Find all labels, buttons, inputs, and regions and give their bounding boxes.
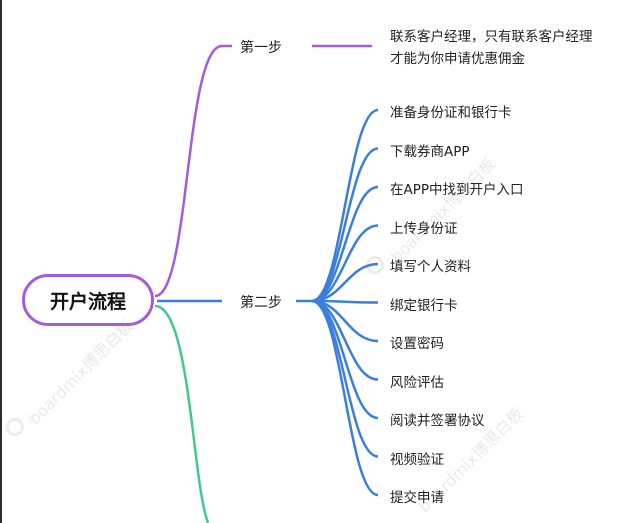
left-edge-divider bbox=[0, 0, 2, 523]
link-step2-item bbox=[311, 299, 379, 458]
step2-item[interactable]: 在APP中找到开户入口 bbox=[390, 182, 524, 198]
link-step2-item bbox=[311, 147, 379, 303]
step2-item[interactable]: 视频验证 bbox=[390, 452, 444, 468]
step1-note-line1: 联系客户经理，只有联系客户经理 bbox=[390, 29, 593, 45]
branch-step1-label: 第一步 bbox=[240, 40, 282, 56]
step2-item[interactable]: 风险评估 bbox=[390, 375, 444, 391]
step2-item[interactable]: 绑定银行卡 bbox=[390, 298, 458, 314]
step2-item[interactable]: 填写个人资料 bbox=[390, 259, 471, 275]
step2-item[interactable]: 下载券商APP bbox=[390, 144, 470, 160]
step2-item[interactable]: 阅读并签署协议 bbox=[390, 413, 485, 429]
link-step2-item bbox=[311, 185, 379, 303]
branch-step2-label: 第二步 bbox=[240, 295, 282, 311]
link-step2-item bbox=[311, 299, 379, 497]
step2-item[interactable]: 设置密码 bbox=[390, 336, 444, 352]
branch-step2[interactable]: 第二步 bbox=[240, 292, 282, 312]
step1-note-line2: 才能为你申请优惠佣金 bbox=[390, 51, 525, 67]
step2-item[interactable]: 提交申请 bbox=[390, 490, 444, 506]
link-root-step3 bbox=[154, 304, 210, 523]
branch-step1[interactable]: 第一步 bbox=[240, 37, 282, 57]
step2-item[interactable]: 上传身份证 bbox=[390, 221, 458, 237]
link-root-step1 bbox=[154, 44, 223, 298]
watermark-logo-icon bbox=[366, 256, 384, 274]
watermark-logo-icon bbox=[6, 418, 24, 436]
link-step2-item bbox=[311, 224, 379, 303]
step1-note[interactable]: 联系客户经理，只有联系客户经理 才能为你申请优惠佣金 bbox=[390, 26, 630, 70]
root-label: 开户流程 bbox=[49, 290, 126, 313]
root-node[interactable]: 开户流程 bbox=[22, 274, 154, 326]
step2-item[interactable]: 准备身份证和银行卡 bbox=[390, 105, 512, 121]
link-step2-item bbox=[311, 108, 379, 303]
